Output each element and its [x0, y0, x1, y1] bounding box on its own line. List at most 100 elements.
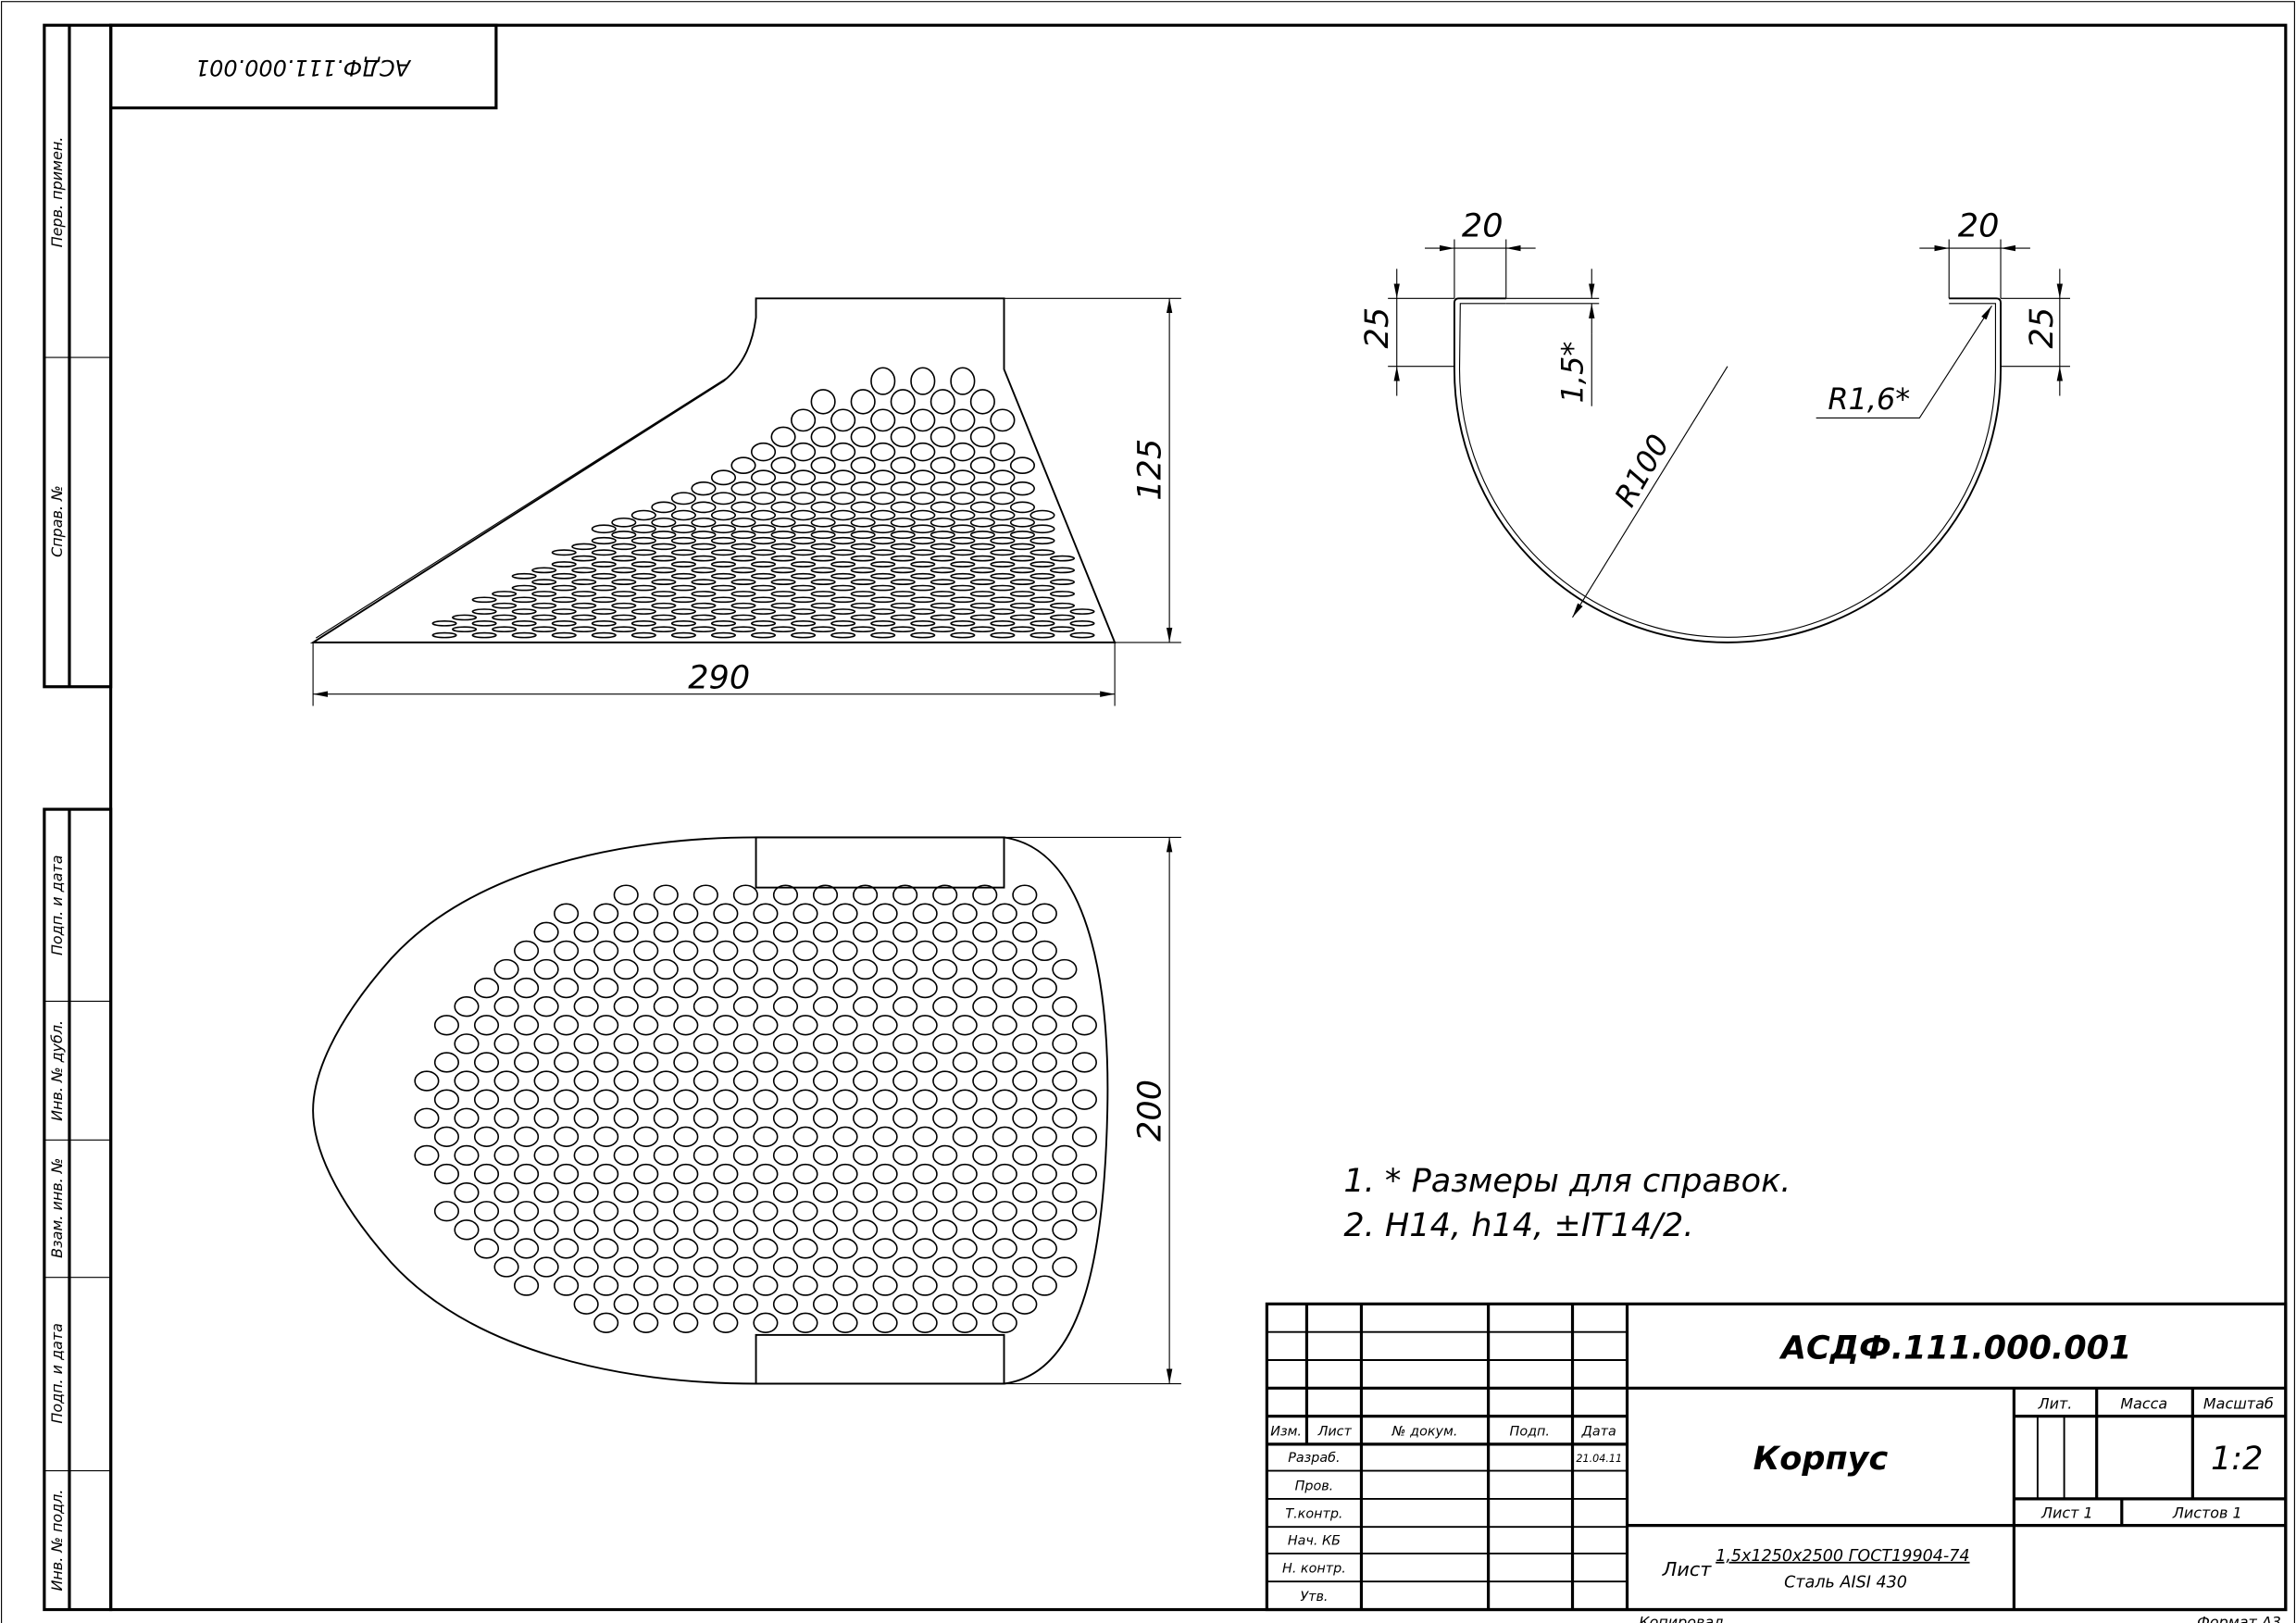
perforation-hole [770, 543, 796, 551]
perforation-hole [673, 1052, 699, 1073]
perforation-hole [454, 1219, 480, 1241]
perforation-hole [651, 517, 677, 528]
perforation-hole [832, 1312, 858, 1333]
perforation-hole [753, 940, 779, 962]
perforation-hole [713, 1052, 739, 1073]
perforation-hole [613, 884, 639, 905]
side-label: Справ. № [48, 485, 66, 557]
perforation-hole [853, 884, 879, 905]
perforation-hole [514, 1015, 540, 1036]
perforation-hole [571, 543, 597, 551]
perforation-hole [473, 1015, 500, 1036]
perforation-hole [630, 619, 656, 627]
perforation-hole [693, 958, 718, 980]
perforation-hole [830, 536, 856, 545]
perforation-hole [551, 596, 577, 604]
perforation-hole [791, 549, 817, 556]
perforation-hole [930, 602, 955, 609]
perforation-hole [653, 1293, 679, 1315]
perforation-hole [892, 958, 918, 980]
perforation-hole [753, 1201, 779, 1222]
perforation-hole [511, 572, 537, 580]
perforation-hole [791, 631, 817, 639]
perforation-hole [972, 884, 998, 905]
perforation-hole [950, 619, 976, 627]
perforation-hole [1071, 1201, 1097, 1222]
perforation-hole [551, 584, 577, 592]
perforation-hole [1069, 619, 1095, 627]
perforation-hole [1071, 1163, 1097, 1185]
perforation-hole [810, 591, 836, 597]
perforation-hole [990, 492, 1016, 506]
perforation-hole [611, 517, 637, 528]
perforation-hole [810, 567, 836, 574]
perforation-hole [613, 1107, 639, 1129]
perforation-hole [812, 1070, 839, 1092]
perforation-hole [673, 903, 699, 924]
perforation-hole [633, 1163, 659, 1185]
perforation-hole [551, 561, 577, 568]
perforation-hole [514, 977, 540, 999]
perforation-hole [932, 1219, 958, 1241]
perforation-hole [910, 509, 936, 521]
perforation-hole [630, 596, 656, 604]
perforation-hole [651, 555, 677, 562]
perforation-hole [750, 549, 777, 556]
drawing-designation: АСДФ.111.000.001 [1778, 1329, 2132, 1367]
perforation-hole [753, 1275, 779, 1296]
perforation-hole [872, 1089, 898, 1110]
perforation-hole [514, 1052, 540, 1073]
format-label: Формат А3 [2197, 1614, 2281, 1623]
side-label: Взам. инв. № [48, 1158, 66, 1258]
perforation-hole [673, 977, 699, 999]
perforation-hole [471, 608, 497, 615]
perforation-hole [730, 567, 756, 574]
perforation-hole [870, 631, 896, 639]
perforation-hole [832, 1015, 858, 1036]
perforation-hole [673, 1015, 699, 1036]
perforation-hole [593, 1201, 619, 1222]
header-list: Лист [1317, 1424, 1353, 1439]
perforation-hole [853, 958, 879, 980]
perforation-hole [890, 389, 916, 415]
perforation-hole [533, 996, 559, 1017]
perforation-hole [810, 481, 836, 496]
perforation-hole [952, 1275, 978, 1296]
perforation-hole [670, 509, 696, 521]
perforation-hole [990, 524, 1016, 534]
perforation-hole [473, 1163, 500, 1185]
perforation-hole [730, 591, 756, 597]
perforation-hole [593, 1312, 619, 1333]
plan-tab-bottom [755, 1333, 1005, 1385]
perforation-hole [872, 1201, 898, 1222]
perforation-hole [713, 903, 739, 924]
perforation-hole [950, 442, 976, 462]
perforation-hole [770, 602, 796, 609]
perforation-hole [992, 1201, 1017, 1222]
perforation-hole [1052, 1107, 1078, 1129]
perforation-hole [930, 591, 955, 597]
perforation-hole [830, 608, 856, 615]
perforation-hole [830, 509, 856, 521]
perforation-hole [912, 1163, 938, 1185]
perforation-hole [910, 536, 936, 545]
perforation-hole [573, 1293, 599, 1315]
perforation-hole [791, 492, 817, 506]
perforation-hole [693, 1219, 718, 1241]
perforation-hole [792, 977, 818, 999]
perforation-hole [770, 567, 796, 574]
perforation-hole [571, 614, 597, 621]
perforation-hole [693, 1070, 718, 1092]
perforation-hole [591, 572, 617, 580]
perforation-hole [473, 1126, 500, 1148]
perforation-hole [850, 567, 876, 574]
perforation-hole [992, 940, 1017, 962]
perforation-hole [890, 543, 916, 551]
perforation-hole [670, 549, 696, 556]
stamp-designation: АСДФ.111.000.001 [195, 55, 412, 81]
header-izm: Изм. [1270, 1424, 1302, 1439]
perforation-hole [990, 584, 1016, 592]
perforation-hole [750, 524, 777, 534]
perforation-hole [812, 1181, 839, 1204]
perforation-hole [952, 1015, 978, 1036]
